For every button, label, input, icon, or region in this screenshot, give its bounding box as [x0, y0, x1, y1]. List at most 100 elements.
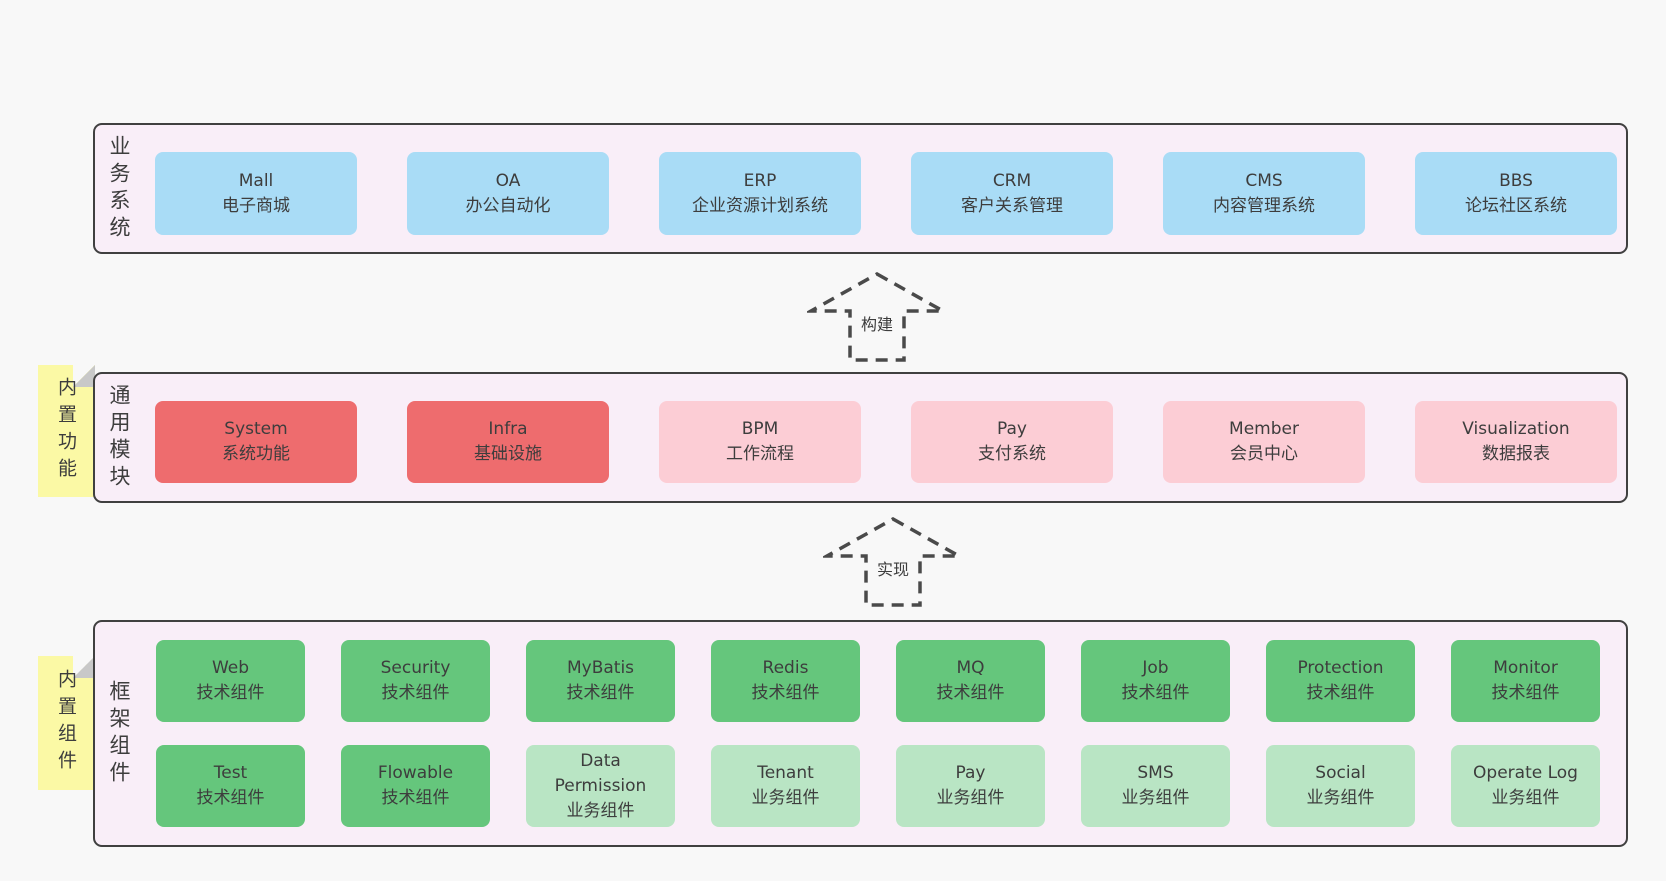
- box-title: Member: [1229, 419, 1299, 439]
- box-oa: OA 办公自动化: [407, 152, 609, 235]
- box-operate-log: Operate Log 业务组件: [1451, 745, 1600, 827]
- box-subtitle: 技术组件: [936, 683, 1005, 703]
- box-subtitle: 业务组件: [1121, 788, 1190, 808]
- box-pay: Pay 支付系统: [911, 401, 1113, 483]
- box-subtitle: 企业资源计划系统: [692, 195, 828, 216]
- box-subtitle: 会员中心: [1230, 444, 1298, 464]
- box-subtitle: 业务组件: [1491, 788, 1560, 808]
- box-title: Test: [213, 763, 248, 783]
- dashed-up-arrow-icon: [823, 516, 963, 607]
- folded-corner-icon: [73, 656, 95, 678]
- sticky-note-built-in-components: 内置组件: [38, 656, 95, 790]
- box-cms: CMS 内容管理系统: [1163, 152, 1365, 235]
- box-title: ERP: [743, 170, 777, 191]
- box-protection: Protection 技术组件: [1266, 640, 1415, 722]
- box-title: Infra: [488, 419, 528, 439]
- box-subtitle: 技术组件: [381, 788, 450, 808]
- box-infra: Infra 基础设施: [407, 401, 609, 483]
- box-erp: ERP 企业资源计划系统: [659, 152, 861, 235]
- box-flowable: Flowable 技术组件: [341, 745, 490, 827]
- box-subtitle: 技术组件: [751, 683, 820, 703]
- box-sms: SMS 业务组件: [1081, 745, 1230, 827]
- box-subtitle: 技术组件: [1306, 683, 1375, 703]
- sticky-note-label: 内置功能: [55, 377, 77, 485]
- box-title: Social: [1315, 763, 1366, 783]
- box-mall: Mall 电子商城: [155, 152, 357, 235]
- box-tenant: Tenant 业务组件: [711, 745, 860, 827]
- box-title: MyBatis: [566, 658, 635, 678]
- arrow-up-build: 构建: [807, 271, 947, 363]
- box-subtitle: 技术组件: [196, 683, 265, 703]
- box-subtitle: 论坛社区系统: [1465, 195, 1567, 216]
- box-title: Visualization: [1462, 419, 1570, 439]
- box-job: Job 技术组件: [1081, 640, 1230, 722]
- box-subtitle: 基础设施: [474, 444, 542, 464]
- box-subtitle: 办公自动化: [465, 195, 551, 216]
- box-title: Job: [1142, 658, 1169, 678]
- framework-components-band: 框架组件 Web 技术组件 Security 技术组件 MyBatis 技术组件…: [93, 620, 1628, 847]
- box-visualization: Visualization 数据报表: [1415, 401, 1617, 483]
- band-label: 业务系统: [107, 134, 131, 243]
- box-title: Web: [211, 658, 250, 678]
- box-subtitle: 电子商城: [222, 195, 290, 216]
- box-title: BPM: [741, 419, 779, 439]
- box-title: BBS: [1499, 170, 1533, 191]
- dashed-up-arrow-icon: [807, 271, 947, 362]
- box-title: Flowable: [377, 763, 454, 783]
- box-crm: CRM 客户关系管理: [911, 152, 1113, 235]
- arrow-label: 实现: [873, 560, 913, 580]
- box-subtitle: 业务组件: [1306, 788, 1375, 808]
- box-subtitle: 业务组件: [751, 788, 820, 808]
- band-label: 框架组件: [107, 679, 131, 788]
- sticky-note-built-in-features: 内置功能: [38, 365, 95, 497]
- box-mq: MQ 技术组件: [896, 640, 1045, 722]
- box-title: Protection: [1297, 658, 1384, 678]
- box-subtitle: 技术组件: [196, 788, 265, 808]
- folded-corner-icon: [73, 365, 95, 387]
- box-redis: Redis 技术组件: [711, 640, 860, 722]
- box-title: Security: [380, 658, 451, 678]
- box-pay-biz: Pay 业务组件: [896, 745, 1045, 827]
- box-monitor: Monitor 技术组件: [1451, 640, 1600, 722]
- box-subtitle: 业务组件: [566, 800, 635, 821]
- box-subtitle: 客户关系管理: [961, 195, 1063, 216]
- box-title: CRM: [992, 170, 1032, 191]
- box-web: Web 技术组件: [156, 640, 305, 722]
- common-modules-band: 通用模块 System 系统功能 Infra 基础设施 BPM 工作流程 Pay…: [93, 372, 1628, 503]
- box-title: Monitor: [1493, 658, 1558, 678]
- box-subtitle: 技术组件: [1491, 683, 1560, 703]
- box-subtitle: 技术组件: [566, 683, 635, 703]
- box-data-permission: Data Permission 业务组件: [526, 745, 675, 827]
- box-subtitle: 技术组件: [381, 683, 450, 703]
- box-subtitle: 系统功能: [222, 444, 290, 464]
- box-subtitle: 工作流程: [726, 444, 794, 464]
- box-test: Test 技术组件: [156, 745, 305, 827]
- box-bpm: BPM 工作流程: [659, 401, 861, 483]
- box-subtitle: 数据报表: [1482, 444, 1550, 464]
- box-title: Data Permission: [554, 750, 647, 796]
- box-subtitle: 业务组件: [936, 788, 1005, 808]
- box-title: Mall: [238, 170, 274, 191]
- box-title: MQ: [956, 658, 985, 678]
- box-title: Operate Log: [1473, 763, 1578, 783]
- box-system: System 系统功能: [155, 401, 357, 483]
- box-member: Member 会员中心: [1163, 401, 1365, 483]
- box-subtitle: 内容管理系统: [1213, 195, 1315, 216]
- box-title: Pay: [997, 419, 1027, 439]
- box-bbs: BBS 论坛社区系统: [1415, 152, 1617, 235]
- arrow-label: 构建: [857, 315, 897, 335]
- box-title: System: [224, 419, 288, 439]
- box-social: Social 业务组件: [1266, 745, 1415, 827]
- box-subtitle: 技术组件: [1121, 683, 1190, 703]
- box-subtitle: 支付系统: [978, 444, 1046, 464]
- box-mybatis: MyBatis 技术组件: [526, 640, 675, 722]
- arrow-up-implement: 实现: [823, 516, 963, 608]
- box-title: CMS: [1245, 170, 1283, 191]
- sticky-note-label: 内置组件: [55, 669, 77, 777]
- band-label: 通用模块: [107, 383, 131, 492]
- box-title: OA: [495, 170, 521, 191]
- box-title: Pay: [955, 763, 986, 783]
- box-title: Redis: [762, 658, 809, 678]
- box-title: Tenant: [757, 763, 814, 783]
